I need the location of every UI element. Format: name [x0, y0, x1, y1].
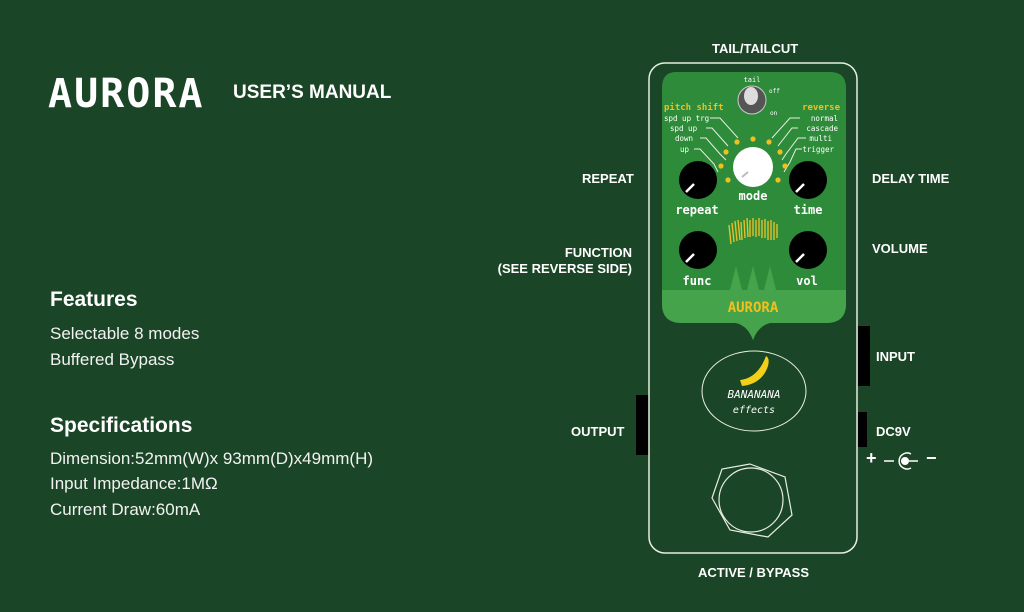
callout-volume: VOLUME [872, 241, 928, 256]
pedal-body-outline [648, 62, 858, 554]
svg-text:off: off [769, 88, 780, 95]
repeat-knob [679, 161, 717, 199]
output-jack [636, 395, 649, 455]
aurora-graphic [728, 217, 778, 245]
input-jack [858, 326, 870, 386]
dc-jack-icon [884, 452, 918, 470]
svg-text:BANANANA: BANANANA [728, 388, 781, 401]
callout-repeat: REPEAT [582, 171, 634, 186]
feature-item: Selectable 8 modes [50, 324, 200, 343]
callout-tail: TAIL/TAILCUT [712, 41, 799, 56]
svg-text:normal: normal [811, 114, 838, 123]
callout-footswitch: ACTIVE / BYPASS [698, 565, 810, 580]
svg-text:down: down [675, 134, 693, 143]
svg-text:effects: effects [733, 405, 775, 416]
callout-function: FUNCTION [564, 245, 632, 260]
spec-item: Current Draw:60mA [50, 500, 201, 519]
maker-logo-ellipse [701, 350, 807, 432]
callout-delay-time: DELAY TIME [872, 171, 950, 186]
svg-text:multi: multi [809, 134, 832, 143]
features-heading: Features [50, 288, 138, 311]
callout-dc: DC9V [876, 424, 911, 439]
callout-output: OUTPUT [571, 424, 625, 439]
pedal-diagram: tail off on pitch shift reverse spd up t… [636, 62, 870, 554]
specifications-heading: Specifications [50, 414, 193, 437]
spec-item: Dimension:52mm(W)x 93mm(D)x49mm(H) [50, 449, 374, 468]
reverse-title: reverse [802, 103, 841, 113]
svg-text:trigger: trigger [802, 145, 834, 154]
svg-text:mode: mode [739, 189, 768, 203]
control-panel [662, 72, 846, 340]
banana-icon [740, 356, 769, 386]
footswitch [718, 467, 784, 533]
trees-graphic [730, 266, 776, 290]
feature-item: Buffered Bypass [50, 350, 175, 369]
minus-sign: − [926, 448, 937, 468]
pitch-shift-title: pitch shift [664, 102, 724, 113]
brand-band [662, 290, 846, 340]
svg-text:cascade: cascade [806, 124, 838, 133]
func-knob [679, 231, 717, 269]
time-knob [789, 161, 827, 199]
dc-polarity-symbol: + − [866, 448, 946, 472]
manual-title: USER’S MANUAL [233, 82, 392, 103]
svg-text:up: up [680, 145, 690, 154]
mode-indicator-dots [718, 136, 788, 183]
svg-text:vol: vol [796, 274, 818, 288]
svg-text:time: time [794, 203, 823, 217]
dc-jack [858, 412, 867, 447]
vol-knob [789, 231, 827, 269]
svg-text:on: on [770, 110, 778, 117]
spec-item: Input Impedance:1MΩ [50, 474, 218, 493]
plus-sign: + [866, 448, 877, 468]
svg-text:func: func [683, 274, 712, 288]
toggle-lever [744, 87, 758, 105]
svg-text:repeat: repeat [675, 203, 718, 217]
callout-function-note: (SEE REVERSE SIDE) [497, 261, 632, 276]
toggle-label: tail [744, 76, 761, 84]
callout-input: INPUT [876, 349, 915, 364]
footswitch-nut [711, 463, 793, 538]
svg-text:spd up: spd up [670, 124, 698, 133]
svg-text:spd up trg: spd up trg [664, 114, 709, 123]
pedal-brand-text: AURORA [728, 300, 779, 316]
mode-knob [733, 147, 773, 187]
aurora-logo: AURORA [48, 71, 205, 117]
